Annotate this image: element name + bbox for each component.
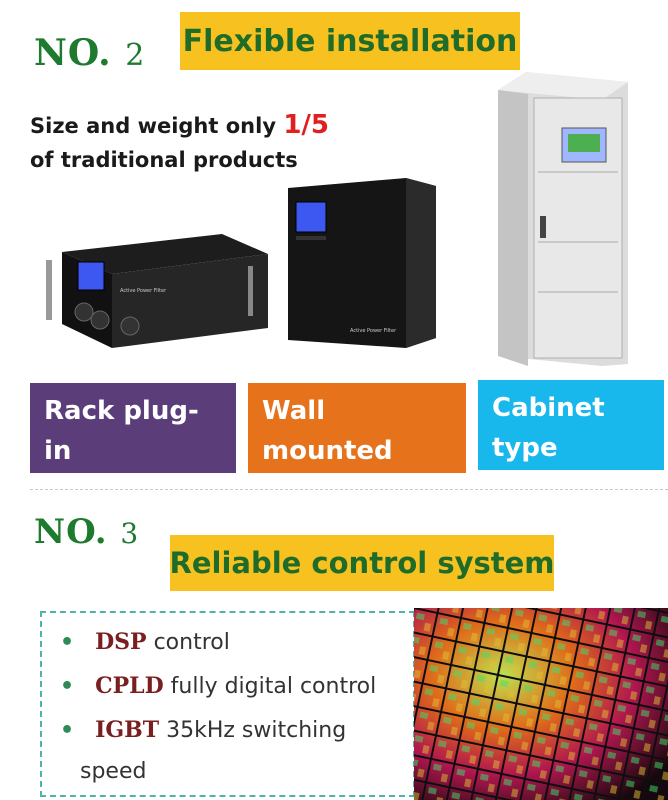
- circuit-chip-image: [414, 608, 668, 800]
- no-label-3: NO.: [34, 512, 108, 552]
- subtitle-line2: of traditional products: [30, 148, 298, 172]
- type-label-cabinet: Cabinet type: [478, 380, 664, 470]
- section-2-number: NO. 2: [34, 32, 145, 74]
- rack-panel-text: Active Power Filter: [120, 288, 167, 294]
- section-divider: [30, 489, 668, 490]
- no-number: 2: [125, 38, 146, 73]
- feature-key: DSP: [95, 629, 147, 655]
- type-rack-line1: Rack plug-in: [44, 396, 199, 466]
- no-number-3: 3: [120, 517, 140, 550]
- section-3-title: Reliable control system: [169, 535, 555, 591]
- features-box: • DSP control • CPLD fully digital contr…: [40, 611, 415, 797]
- section-2-title-text: Flexible installation: [182, 23, 518, 59]
- section-3-number: NO. 3: [34, 512, 139, 552]
- bullet-icon: •: [60, 630, 75, 655]
- feature-text: control: [146, 630, 230, 655]
- type-cabinet-line1: Cabinet: [492, 393, 605, 423]
- cabinet-device-image: [498, 72, 628, 366]
- bullet-icon: •: [60, 674, 75, 699]
- type-wall-line1: Wall mounted: [262, 396, 393, 466]
- wall-panel-text: Active Power Filter: [350, 328, 397, 334]
- subtitle-line1: Size and weight only: [30, 114, 277, 138]
- wall-mounted-device-image: Active Power Filter: [288, 178, 438, 350]
- feature-text: 35kHz switching: [159, 718, 347, 743]
- feature-text: fully digital control: [163, 674, 377, 699]
- rack-plugin-device-image: Active Power Filter: [42, 232, 270, 350]
- feature-key: CPLD: [95, 673, 164, 699]
- subtitle-highlight: 1/5: [283, 110, 330, 140]
- type-cabinet-line2: type: [492, 433, 558, 463]
- type-wall-line2: type: [262, 476, 328, 506]
- type-label-rack-plugin: Rack plug-in type: [30, 383, 236, 506]
- size-weight-subtitle: Size and weight only 1/5 of traditional …: [30, 108, 350, 177]
- section-2-title: Flexible installation: [180, 12, 520, 70]
- feature-igbt: • IGBT 35kHz switching: [60, 715, 346, 746]
- feature-key: IGBT: [95, 717, 160, 743]
- no-label: NO.: [34, 32, 112, 74]
- feature-cpld: • CPLD fully digital control: [60, 671, 376, 702]
- feature-igbt-continued: speed: [80, 757, 146, 787]
- type-label-wall-mounted: Wall mounted type: [248, 383, 466, 506]
- bullet-icon: •: [60, 718, 75, 743]
- type-rack-line2: type: [44, 476, 110, 506]
- feature-dsp: • DSP control: [60, 627, 230, 658]
- section-3-title-text: Reliable control system: [169, 546, 555, 580]
- feature-text: speed: [80, 759, 147, 784]
